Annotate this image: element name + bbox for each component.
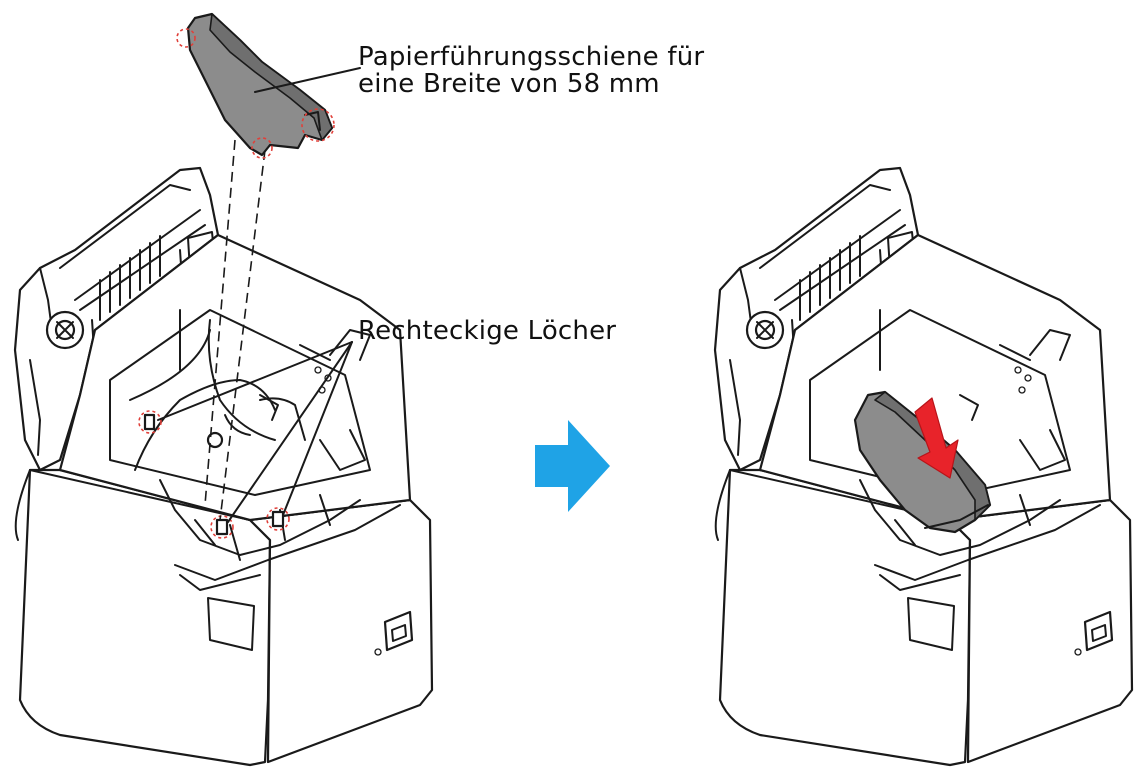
rectangular-holes-callout: Rechteckige Löcher (358, 318, 616, 345)
hole-highlights (138, 410, 290, 539)
holes-leader-lines (157, 341, 353, 523)
alignment-dash-lines (204, 139, 266, 521)
installed-paper-guide (853, 390, 992, 534)
paper-guide-callout-line2: eine Breite von 58 mm (358, 69, 660, 99)
printer-right-interior (758, 233, 1112, 591)
right-arrow-icon (535, 420, 610, 512)
paper-guide-part (176, 12, 361, 159)
printer-left-cover (13, 166, 220, 472)
paper-guide-callout: Papierführungsschiene für eine Breite vo… (358, 44, 704, 98)
printer-left-interior (58, 233, 412, 591)
paper-guide-callout-line1: Papierführungsschiene für (358, 42, 705, 72)
down-arrow-icon (914, 397, 959, 479)
rectangular-holes-label: Rechteckige Löcher (358, 316, 617, 346)
printer-right (713, 166, 1134, 767)
printer-left (13, 139, 434, 767)
